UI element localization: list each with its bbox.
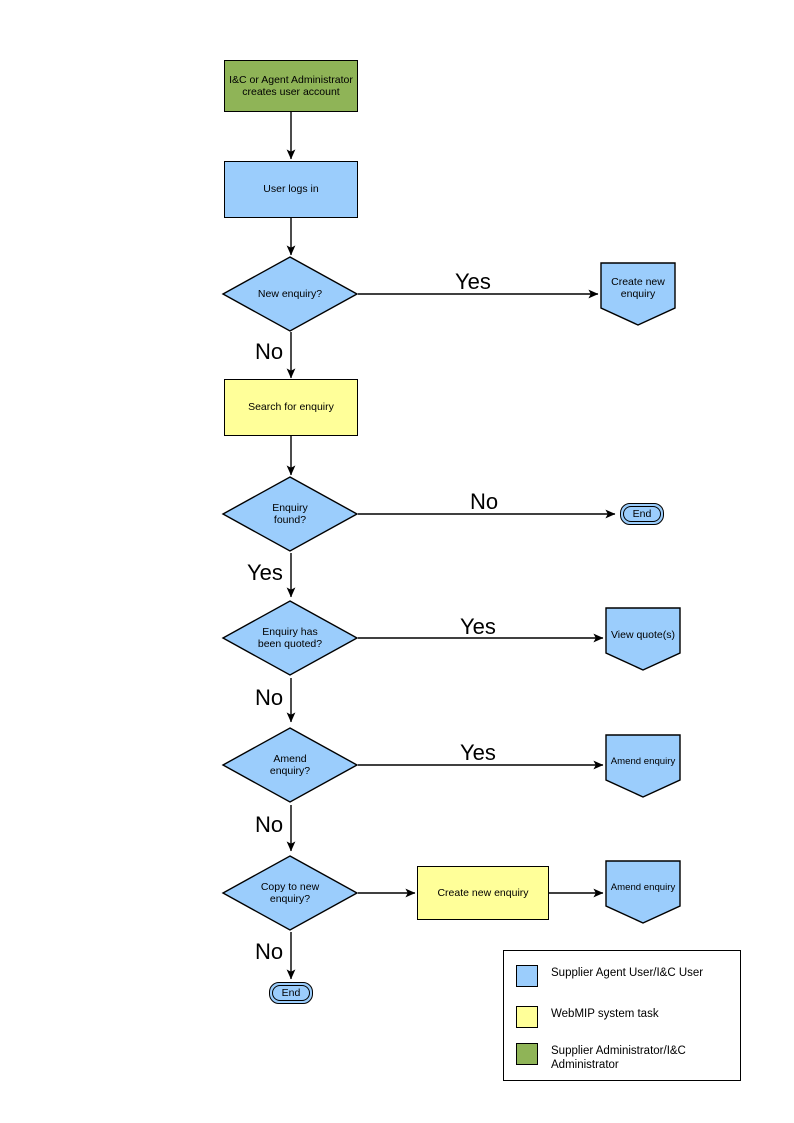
legend-item-supplier-administrator: Supplier Administrator/I&C Administrator [516,1043,686,1073]
node-end-final[interactable]: End [269,982,313,1004]
node-copy-to-new-decision[interactable]: Copy to new enquiry? [221,855,359,931]
edge-label-found-yes: Yes [247,560,283,585]
edge-label-new-enquiry-no: No [255,339,284,364]
legend-item-webmip-system-task: WebMIP system task [516,1006,659,1028]
node-end-not-found-label: End [632,508,652,520]
node-amend-enquiry-page-label: Amend enquiry [610,756,676,767]
node-copy-to-new-label: Copy to new enquiry? [260,880,320,905]
node-enquiry-found-decision[interactable]: Enquiry found? [221,476,359,552]
node-new-enquiry-label: New enquiry? [257,287,323,300]
node-create-user-account[interactable]: I&C or Agent Administrator creates user … [224,60,358,112]
edge-label-amend-no: No [255,812,284,837]
node-view-quotes[interactable]: View quote(s) [605,607,681,671]
legend: Supplier Agent User/I&C User WebMIP syst… [503,950,741,1081]
legend-label-supplier-agent-user: Supplier Agent User/I&C User [551,967,704,979]
legend-swatch-blue [516,965,538,987]
legend-label-webmip-system-task: WebMIP system task [551,1008,659,1020]
node-amend-enquiry-page-2[interactable]: Amend enquiry [605,860,681,924]
edge-label-new-enquiry-yes: Yes [455,269,491,294]
edge-label-quoted-no: No [255,685,284,710]
edge-label-found-no: No [470,489,499,514]
node-enquiry-quoted-label: Enquiry has been quoted? [257,625,323,650]
edge-label-amend-yes: Yes [460,740,496,765]
node-view-quotes-label: View quote(s) [610,629,675,641]
legend-item-supplier-agent-user: Supplier Agent User/I&C User [516,965,703,987]
node-create-new-enquiry-page-label: Create new enquiry [611,276,665,301]
node-enquiry-quoted-decision[interactable]: Enquiry has been quoted? [221,600,359,676]
node-enquiry-found-label: Enquiry found? [272,501,308,526]
node-amend-enquiry-label: Amend enquiry? [269,752,311,777]
node-create-new-enquiry-task[interactable]: Create new enquiry [417,866,549,920]
node-end-not-found[interactable]: End [620,503,664,525]
node-new-enquiry-decision[interactable]: New enquiry? [221,256,359,332]
node-search-for-enquiry[interactable]: Search for enquiry [224,379,358,436]
legend-swatch-green [516,1043,538,1065]
node-end-final-label: End [281,987,301,999]
node-amend-enquiry-page[interactable]: Amend enquiry [605,734,681,798]
node-user-logs-in[interactable]: User logs in [224,161,358,218]
edge-label-copy-no: No [255,939,284,964]
node-amend-enquiry-page-2-label: Amend enquiry [610,882,676,893]
edge-label-quoted-yes: Yes [460,614,496,639]
legend-swatch-yellow [516,1006,538,1028]
node-amend-enquiry-decision[interactable]: Amend enquiry? [221,727,359,803]
legend-label-supplier-administrator: Supplier Administrator/I&C Administrator [551,1045,686,1071]
node-create-new-enquiry-page[interactable]: Create new enquiry [600,262,676,326]
